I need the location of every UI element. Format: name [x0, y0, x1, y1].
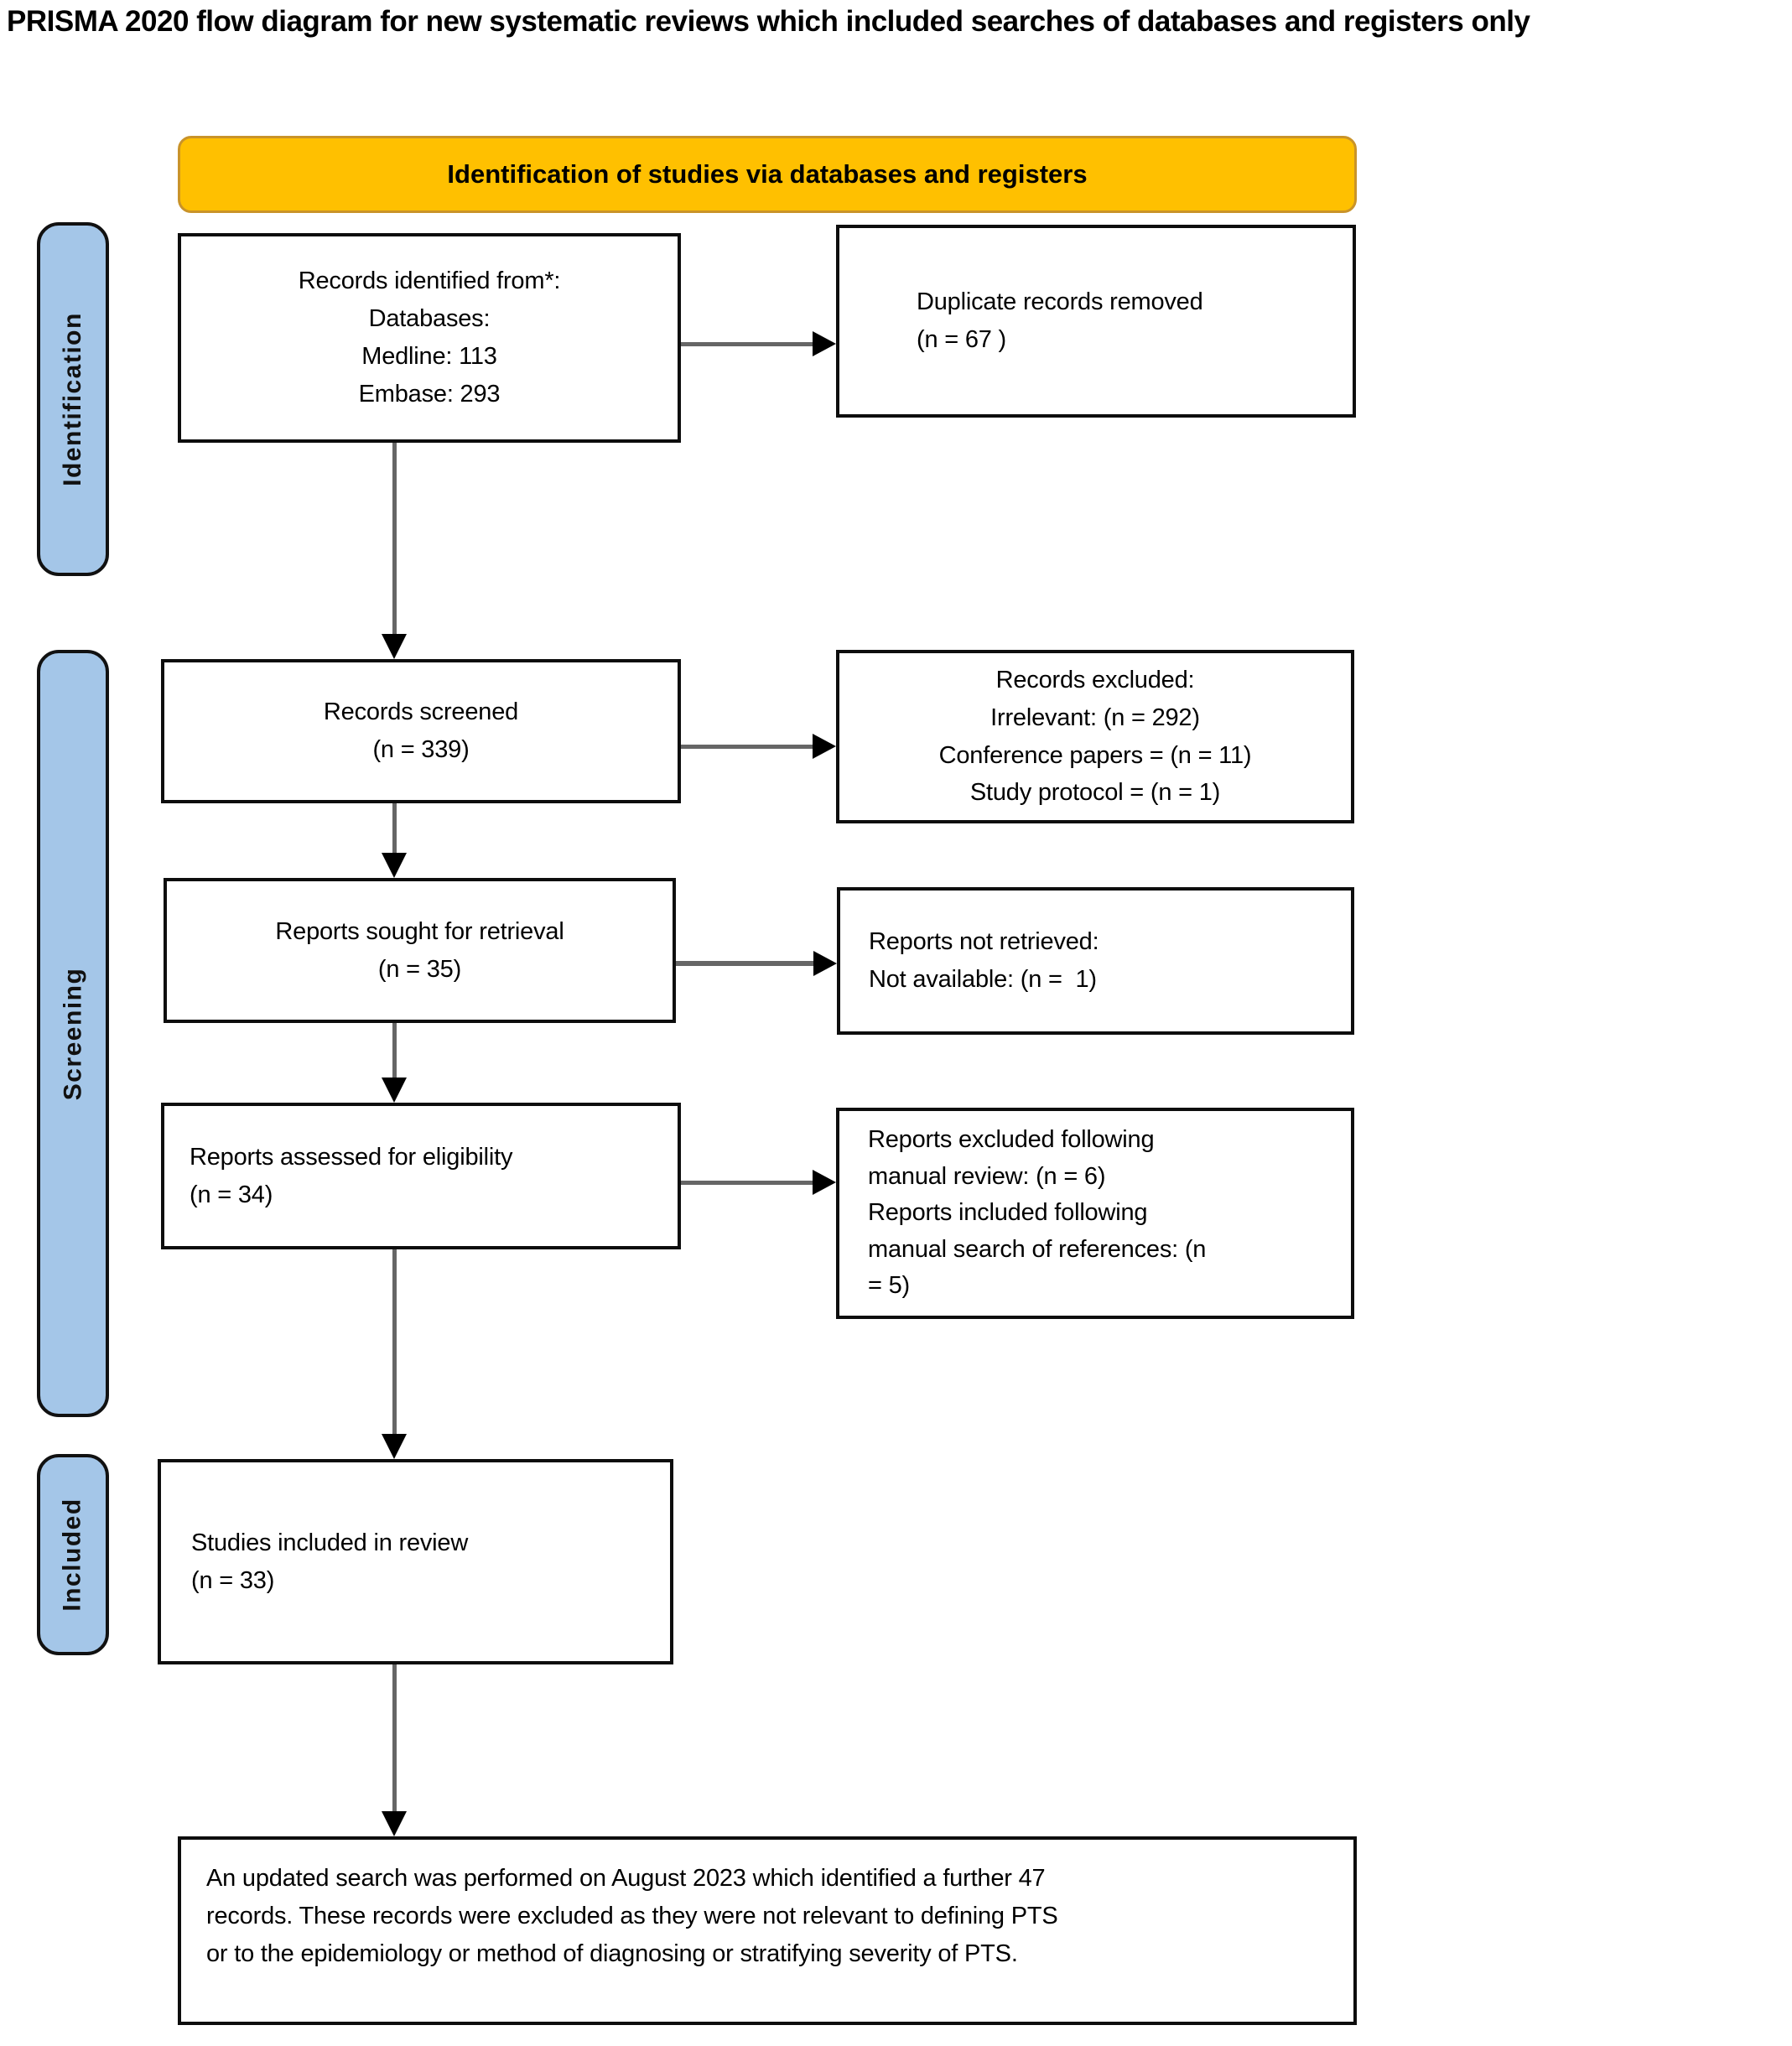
box-updated-search-note-text: An updated search was performed on Augus…: [206, 1865, 1058, 1967]
arrow-sought-to-assessed-head: [382, 1078, 407, 1103]
box-reports-not-retrieved-text: Reports not retrieved: Not available: (n…: [869, 928, 1099, 993]
arrow-included-to-note-line: [392, 1664, 397, 1811]
stage-label-screening: Screening: [59, 967, 86, 1100]
box-duplicates-removed: Duplicate records removed (n = 67 ): [836, 225, 1356, 418]
box-reports-sought: Reports sought for retrieval (n = 35): [164, 878, 676, 1023]
arrow-assessed-to-excluded-manual-line: [681, 1181, 813, 1185]
box-studies-included-text: Studies included in review (n = 33): [191, 1529, 469, 1594]
stage-pill-identification: Identification: [37, 222, 109, 576]
arrow-identified-to-duplicates-line: [681, 342, 813, 346]
arrow-sought-to-not-retrieved-head: [813, 951, 837, 976]
box-records-excluded: Records excluded: Irrelevant: (n = 292) …: [836, 650, 1354, 823]
arrow-assessed-to-included-head: [382, 1434, 407, 1459]
arrow-screened-to-excluded-head: [813, 734, 836, 759]
box-studies-included: Studies included in review (n = 33): [158, 1459, 673, 1664]
arrow-identified-to-duplicates-head: [813, 331, 836, 356]
arrow-sought-to-assessed-line: [392, 1023, 397, 1078]
box-reports-not-retrieved: Reports not retrieved: Not available: (n…: [837, 887, 1354, 1035]
box-reports-sought-text: Reports sought for retrieval (n = 35): [275, 917, 564, 983]
stage-label-included: Included: [59, 1498, 86, 1612]
arrow-identified-to-screened-head: [382, 634, 407, 659]
box-records-screened-text: Records screened (n = 339): [323, 698, 519, 763]
box-reports-excluded-manual: Reports excluded following manual review…: [836, 1108, 1354, 1319]
arrow-assessed-to-included-line: [392, 1249, 397, 1434]
arrow-screened-to-sought-head: [382, 853, 407, 878]
box-records-excluded-text: Records excluded: Irrelevant: (n = 292) …: [938, 666, 1252, 807]
arrow-screened-to-excluded-line: [681, 745, 813, 749]
arrow-identified-to-screened-line: [392, 443, 397, 634]
arrow-included-to-note-head: [382, 1811, 407, 1836]
banner-identification-of-studies: Identification of studies via databases …: [178, 136, 1357, 213]
banner-label: Identification of studies via databases …: [447, 159, 1088, 189]
stage-pill-screening: Screening: [37, 650, 109, 1417]
box-reports-excluded-manual-text: Reports excluded following manual review…: [868, 1126, 1207, 1300]
box-records-identified-text: Records identified from*: Databases: Med…: [298, 267, 561, 408]
page-title: PRISMA 2020 flow diagram for new systema…: [7, 5, 1530, 38]
arrow-screened-to-sought-line: [392, 803, 397, 853]
box-reports-assessed: Reports assessed for eligibility (n = 34…: [161, 1103, 681, 1249]
stage-pill-included: Included: [37, 1454, 109, 1655]
arrow-assessed-to-excluded-manual-head: [813, 1170, 836, 1195]
box-reports-assessed-text: Reports assessed for eligibility (n = 34…: [190, 1143, 513, 1208]
box-records-identified: Records identified from*: Databases: Med…: [178, 233, 681, 443]
arrow-sought-to-not-retrieved-line: [676, 961, 813, 966]
box-updated-search-note: An updated search was performed on Augus…: [178, 1836, 1357, 2025]
box-duplicates-removed-text: Duplicate records removed (n = 67 ): [917, 288, 1203, 353]
box-records-screened: Records screened (n = 339): [161, 659, 681, 803]
stage-label-identification: Identification: [59, 312, 87, 486]
